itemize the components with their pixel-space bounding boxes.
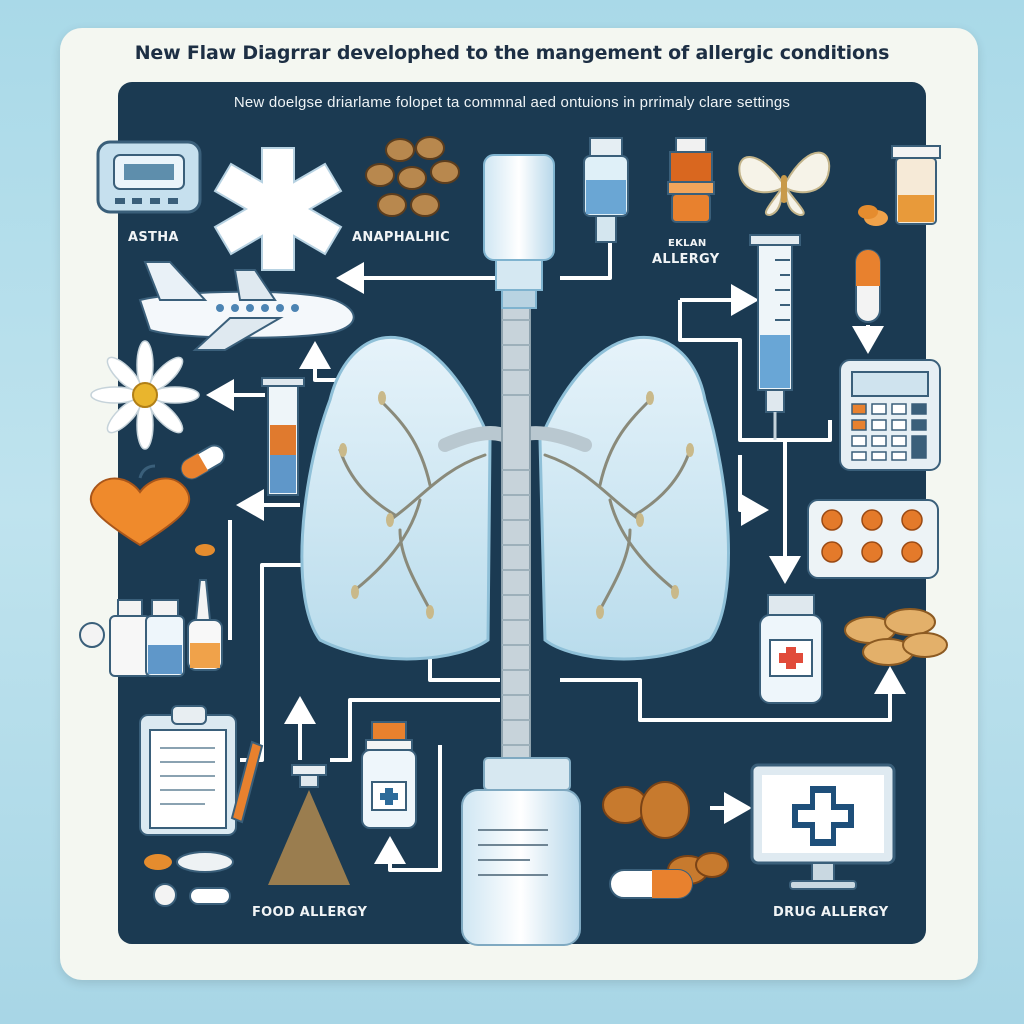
diagram-title: New Flaw Diagrrar develophed to the mang… bbox=[134, 42, 890, 64]
medical-star-icon bbox=[213, 147, 343, 271]
blister-pack-icon bbox=[807, 499, 939, 579]
computer-monitor-icon bbox=[750, 763, 896, 890]
label-eklan: EKLAN bbox=[668, 238, 707, 249]
medicine-jar-icon bbox=[461, 757, 581, 946]
syringe-icon bbox=[261, 377, 305, 496]
lungs-icon bbox=[300, 335, 730, 661]
label-food-allergy: FOOD ALLERGY bbox=[252, 905, 368, 920]
butterfly-icon bbox=[738, 151, 831, 217]
inhaler-canister-icon bbox=[483, 154, 555, 771]
flow-arrows bbox=[206, 230, 906, 872]
spray-icon bbox=[268, 764, 350, 885]
airplane-icon bbox=[138, 261, 355, 351]
medicine-bottle-icon bbox=[79, 579, 223, 677]
capsule-icon bbox=[855, 249, 881, 323]
inhaler-device-icon bbox=[96, 140, 202, 214]
syringe-icon bbox=[749, 234, 801, 440]
pills-icon bbox=[144, 851, 234, 907]
almonds-icon bbox=[602, 781, 729, 899]
jar-icon bbox=[858, 145, 941, 226]
capsule-icon bbox=[180, 444, 226, 480]
daisy-icon bbox=[90, 340, 200, 450]
seeds-icon bbox=[365, 136, 460, 217]
heart-fruit-icon bbox=[89, 464, 215, 556]
medicine-bottle-icon bbox=[759, 594, 823, 704]
calculator-icon bbox=[839, 359, 941, 471]
label-anaphylaxis: ANAPHALHIC bbox=[352, 230, 451, 245]
clipboard-icon bbox=[139, 705, 264, 836]
small-bottle-icon bbox=[361, 721, 417, 829]
vial-icon bbox=[583, 137, 629, 243]
nuts-icon bbox=[844, 608, 948, 666]
label-asthma: ASTHA bbox=[128, 230, 179, 245]
diagram-subtitle: New doelgse driarlame folopet ta commnal… bbox=[233, 94, 791, 111]
label-allergy: ALLERGY bbox=[652, 252, 720, 267]
label-drug-allergy: DRUG ALLERGY bbox=[773, 905, 889, 920]
pill-bottle-icon bbox=[667, 137, 715, 223]
